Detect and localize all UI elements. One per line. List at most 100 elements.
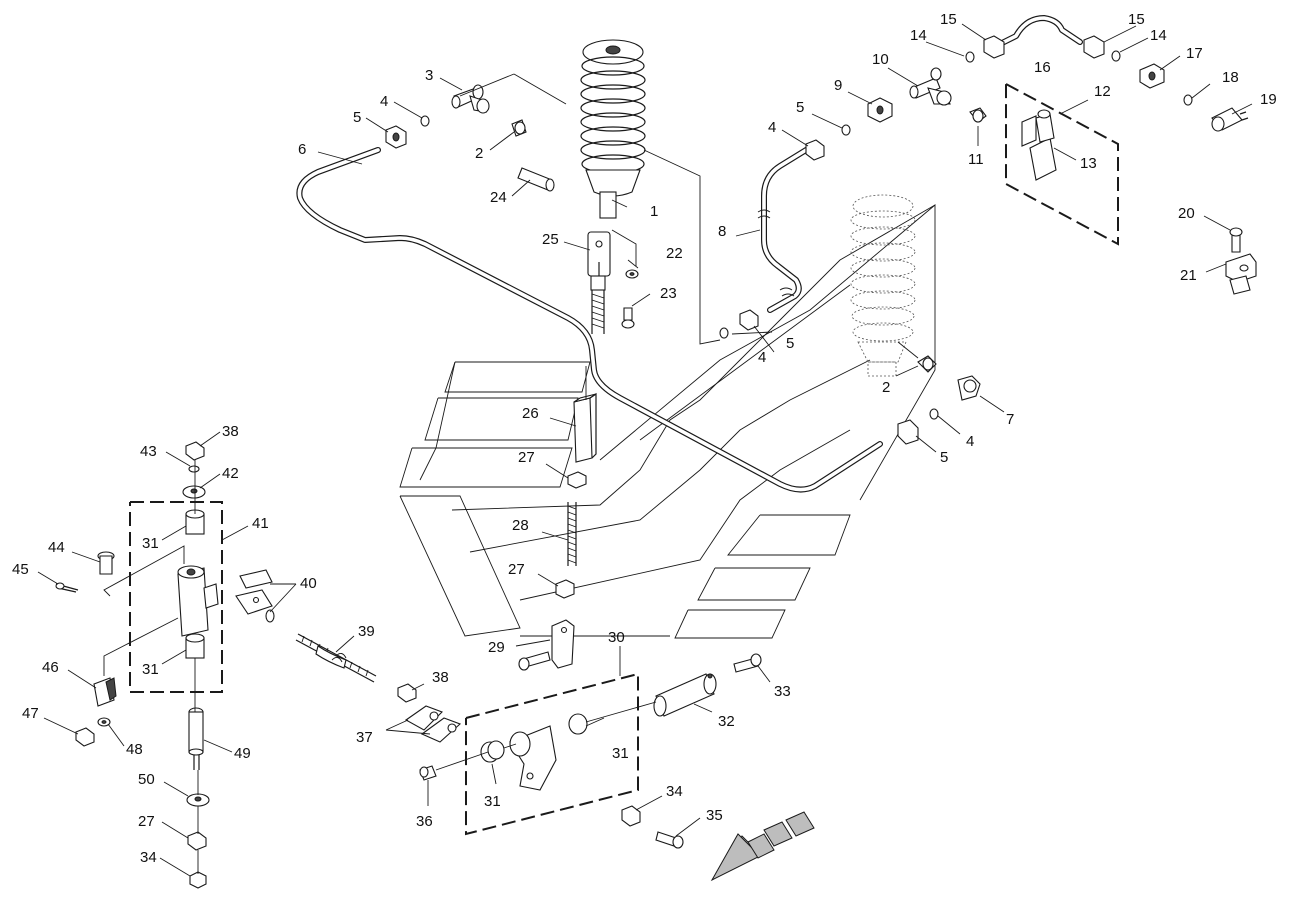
callout-27: 27 [518,449,535,466]
nut-15-right [1083,35,1105,59]
callout-39: 39 [358,623,375,640]
nut-38-top [185,441,205,461]
nut-27-lower [555,579,575,599]
ring-14-left [965,51,975,63]
nut-27-upper [567,471,587,489]
ghost-spring-strut [850,194,916,377]
callout-4: 4 [380,93,388,110]
bushing-31-lower [185,633,205,659]
callout-49: 49 [234,745,251,762]
pipe-16 [997,15,1083,47]
adapter-2-right [917,355,937,373]
callout-41: 41 [252,515,269,532]
clamp-21 [1225,253,1257,295]
washer-43 [188,465,200,473]
elbow-7 [957,375,981,401]
callout-32: 32 [718,713,735,730]
ring-4-right [929,408,939,420]
callout-50: 50 [138,771,155,788]
nut-34-lower [621,805,641,827]
ring-5-top-right [841,124,851,136]
callout-1: 1 [650,203,658,220]
callout-20: 20 [1178,205,1195,222]
callout-46: 46 [42,659,59,676]
callout-33: 33 [774,683,791,700]
callout-44: 44 [48,539,65,556]
callout-15: 15 [940,11,957,28]
sensor-19 [1211,107,1249,132]
callout-2: 2 [882,379,890,396]
callout-26: 26 [522,405,539,422]
callout-5: 5 [796,99,804,116]
callout-4: 4 [768,119,776,136]
adapter-2-top [511,119,527,137]
ring-4-top-left [420,115,430,127]
spring-strut-1 [580,39,646,219]
callout-9: 9 [834,77,842,94]
callout-40: 40 [300,575,317,592]
shaft-32 [653,673,717,717]
callout-4: 4 [758,349,766,366]
callout-16: 16 [1034,59,1051,76]
callout-48: 48 [126,741,143,758]
rod-39 [295,633,377,683]
callout-5: 5 [786,335,794,352]
callout-34: 34 [666,783,683,800]
threaded-rod-28 [567,502,577,566]
callout-31: 31 [142,535,159,552]
callout-17: 17 [1186,45,1203,62]
bolt-20 [1229,227,1243,253]
washer-50 [186,793,210,807]
callout-27: 27 [138,813,155,830]
callout-19: 19 [1260,91,1277,108]
callout-34: 34 [140,849,157,866]
group-box-41 [129,501,223,693]
nut-38-lower [397,683,417,703]
callout-13: 13 [1080,155,1097,172]
callout-42: 42 [222,465,239,482]
callout-12: 12 [1094,83,1111,100]
callout-31: 31 [142,661,159,678]
callout-47: 47 [22,705,39,722]
callout-27: 27 [508,561,525,578]
union-9 [867,97,893,123]
callout-14: 14 [910,27,927,44]
nut-5-right [897,419,919,445]
callout-labels: 1 2 2 3 4 4 4 4 5 5 5 5 6 7 8 9 10 11 12… [12,11,1277,866]
group-box-12 [1005,83,1119,246]
callout-15: 15 [1128,11,1145,28]
callout-37: 37 [356,729,373,746]
clevis-29 [518,619,575,671]
nut-27-left [187,831,207,851]
tube-26 [573,392,597,463]
cotter-45 [55,582,79,593]
callout-10: 10 [872,51,889,68]
callout-5: 5 [353,109,361,126]
lever-arm [509,725,557,791]
clevis-40 [235,569,275,623]
clevis-25 [587,231,611,334]
group-box-30 [465,672,639,836]
bushing-31-center-right [568,713,588,735]
washer-48 [97,717,111,727]
bolt-35 [655,831,684,849]
lever-body [177,565,219,637]
callout-4: 4 [966,433,974,450]
callout-28: 28 [512,517,529,534]
pipe-6 [296,147,883,493]
adapter-17 [1139,63,1165,89]
nut-4-top-right [805,139,825,161]
callout-43: 43 [140,443,157,460]
callout-31: 31 [484,793,501,810]
tee-10 [909,67,952,106]
callout-6: 6 [298,141,306,158]
nut-15-left [983,35,1005,59]
nut-5-top-left [385,125,407,149]
clamp-46 [93,677,117,707]
callout-3: 3 [425,67,433,84]
bolt-33 [733,653,762,673]
bushing-31-center-left [480,740,505,763]
pipe-8 [757,147,809,313]
ring-4-mid [719,327,729,339]
